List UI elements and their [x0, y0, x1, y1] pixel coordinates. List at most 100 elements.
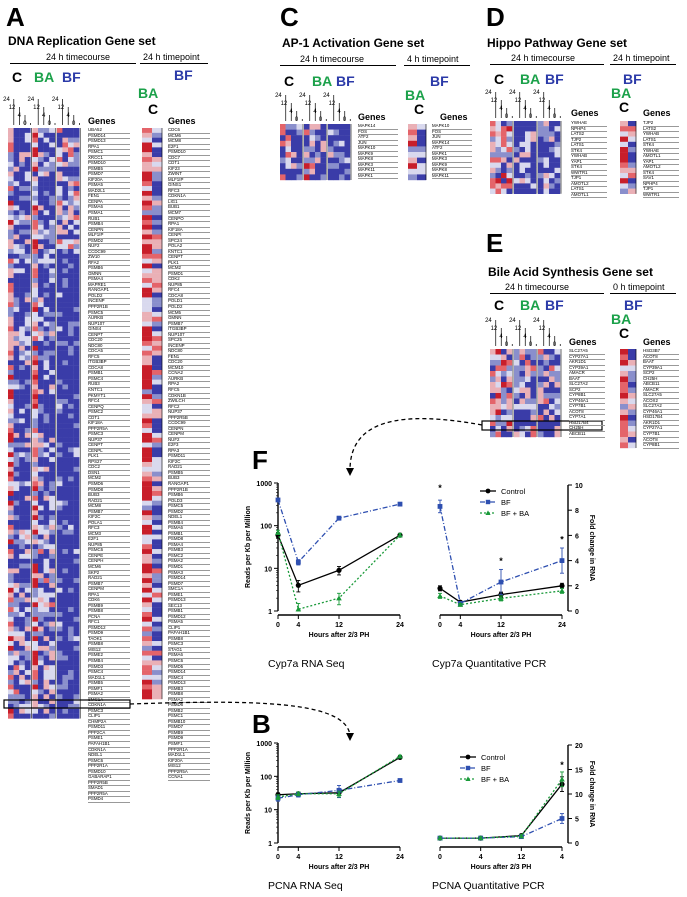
- heatmap-cell: [538, 136, 544, 142]
- heatmap-cell: [38, 481, 44, 487]
- heatmap-cell: [38, 568, 44, 574]
- c-right-gene: MAPK11: [432, 174, 472, 180]
- y-tick-label: 0: [575, 609, 579, 616]
- heatmap-cell: [152, 384, 163, 390]
- heatmap-cell: [525, 404, 531, 410]
- heatmap-cell: [62, 190, 69, 196]
- heatmap-cell: [38, 326, 44, 332]
- data-point: [275, 529, 281, 535]
- time-label: 12: [9, 105, 16, 111]
- x-tick-label: 4: [296, 622, 300, 629]
- heatmap-cell: [554, 183, 561, 189]
- heatmap-cell: [19, 423, 25, 429]
- a-left-gene: CENPH: [88, 559, 130, 565]
- heatmap-cell: [142, 273, 153, 279]
- heatmap-cell: [320, 135, 327, 141]
- heatmap-cell: [19, 457, 25, 463]
- heatmap-cell: [68, 394, 74, 400]
- heatmap-cell: [32, 641, 39, 647]
- heatmap-cell: [56, 674, 63, 680]
- heatmap-cell: [142, 181, 153, 187]
- heatmap-cell: [62, 181, 69, 187]
- heatmap-cell: [549, 131, 555, 137]
- heatmap-cell: [285, 129, 292, 136]
- heatmap-cell: [73, 524, 80, 530]
- heatmap-cell: [8, 549, 14, 555]
- heatmap-cell: [142, 524, 153, 530]
- heatmap-cell: [142, 558, 153, 564]
- data-point: [295, 790, 302, 796]
- heatmap-cell: [8, 665, 14, 671]
- d-left-gene: LATS1: [571, 187, 607, 193]
- heatmap-cell: [32, 447, 39, 453]
- heatmap-cell: [73, 679, 80, 685]
- heatmap-cell: [339, 152, 345, 158]
- heatmap-cell: [142, 655, 153, 661]
- heatmap-cell: [538, 371, 544, 377]
- heatmap-cell: [43, 432, 50, 438]
- heatmap-cell: [49, 268, 55, 274]
- heatmap-cell: [13, 636, 20, 642]
- heatmap-cell: [62, 413, 69, 419]
- heatmap-cell: [56, 558, 63, 564]
- heatmap-cell: [152, 336, 163, 342]
- heatmap-cell: [38, 631, 44, 637]
- heatmap-cell: [296, 163, 303, 169]
- heatmap-cell: [142, 592, 153, 598]
- heatmap-cell: [152, 534, 163, 540]
- heatmap-cell: [43, 713, 50, 719]
- series-line: [440, 778, 563, 839]
- a-right-gene: CDKN1A: [168, 194, 210, 200]
- heatmap-cell: [62, 128, 69, 134]
- heatmap-cell: [13, 621, 20, 627]
- heatmap-cell: [62, 340, 69, 346]
- heatmap-e-left: [490, 349, 562, 438]
- heatmap-cell: [38, 142, 44, 148]
- heatmap-cell: [43, 132, 50, 138]
- heatmap-cell: [152, 370, 163, 376]
- heatmap-cell: [152, 558, 163, 564]
- heatmap-cell: [490, 152, 496, 158]
- heatmap-cell: [68, 645, 74, 651]
- heatmap-cell: [142, 568, 153, 574]
- heatmap-cell: [62, 176, 69, 182]
- heatmap-cell: [408, 174, 418, 181]
- heatmap-cell: [32, 215, 39, 221]
- heatmap-cell: [142, 147, 153, 153]
- heatmap-cell: [56, 278, 63, 284]
- heatmap-cell: [142, 457, 153, 463]
- heatmap-cell: [56, 239, 63, 245]
- heatmap-cell: [8, 389, 14, 395]
- heatmap-cell: [43, 181, 50, 187]
- heatmap-cell: [152, 278, 163, 284]
- heatmap-cell: [24, 321, 31, 327]
- heatmap-cell: [38, 607, 44, 613]
- heatmap-cell: [38, 340, 44, 346]
- heatmap-cell: [514, 152, 520, 158]
- heatmap-cell: [32, 408, 39, 414]
- heatmap-cell: [24, 132, 31, 138]
- heatmap-cell: [43, 200, 50, 206]
- heatmap-cell: [8, 563, 14, 569]
- heatmap-cell: [24, 602, 31, 608]
- heatmap-cell: [68, 219, 74, 225]
- heatmap-cell: [68, 224, 74, 230]
- heatmap-cell: [24, 384, 31, 390]
- a-right-gene: GMNN: [168, 316, 210, 322]
- heatmap-cell: [309, 157, 316, 164]
- heatmap-cell: [280, 174, 286, 181]
- heatmap-cell: [495, 431, 502, 438]
- heatmap-cell: [73, 616, 80, 622]
- heatmap-cell: [62, 432, 69, 438]
- heatmap-cell: [152, 161, 163, 167]
- e-right-gene: SCP2: [643, 371, 679, 377]
- a-left-gene: RFC3: [88, 526, 130, 532]
- heatmap-cell: [495, 349, 502, 355]
- heatmap-cell: [73, 210, 80, 216]
- heatmap-cell: [38, 684, 44, 690]
- heatmap-cell: [304, 129, 310, 136]
- heatmap-cell: [152, 244, 163, 250]
- heatmap-cell: [152, 229, 163, 235]
- heatmap-cell: [554, 354, 561, 361]
